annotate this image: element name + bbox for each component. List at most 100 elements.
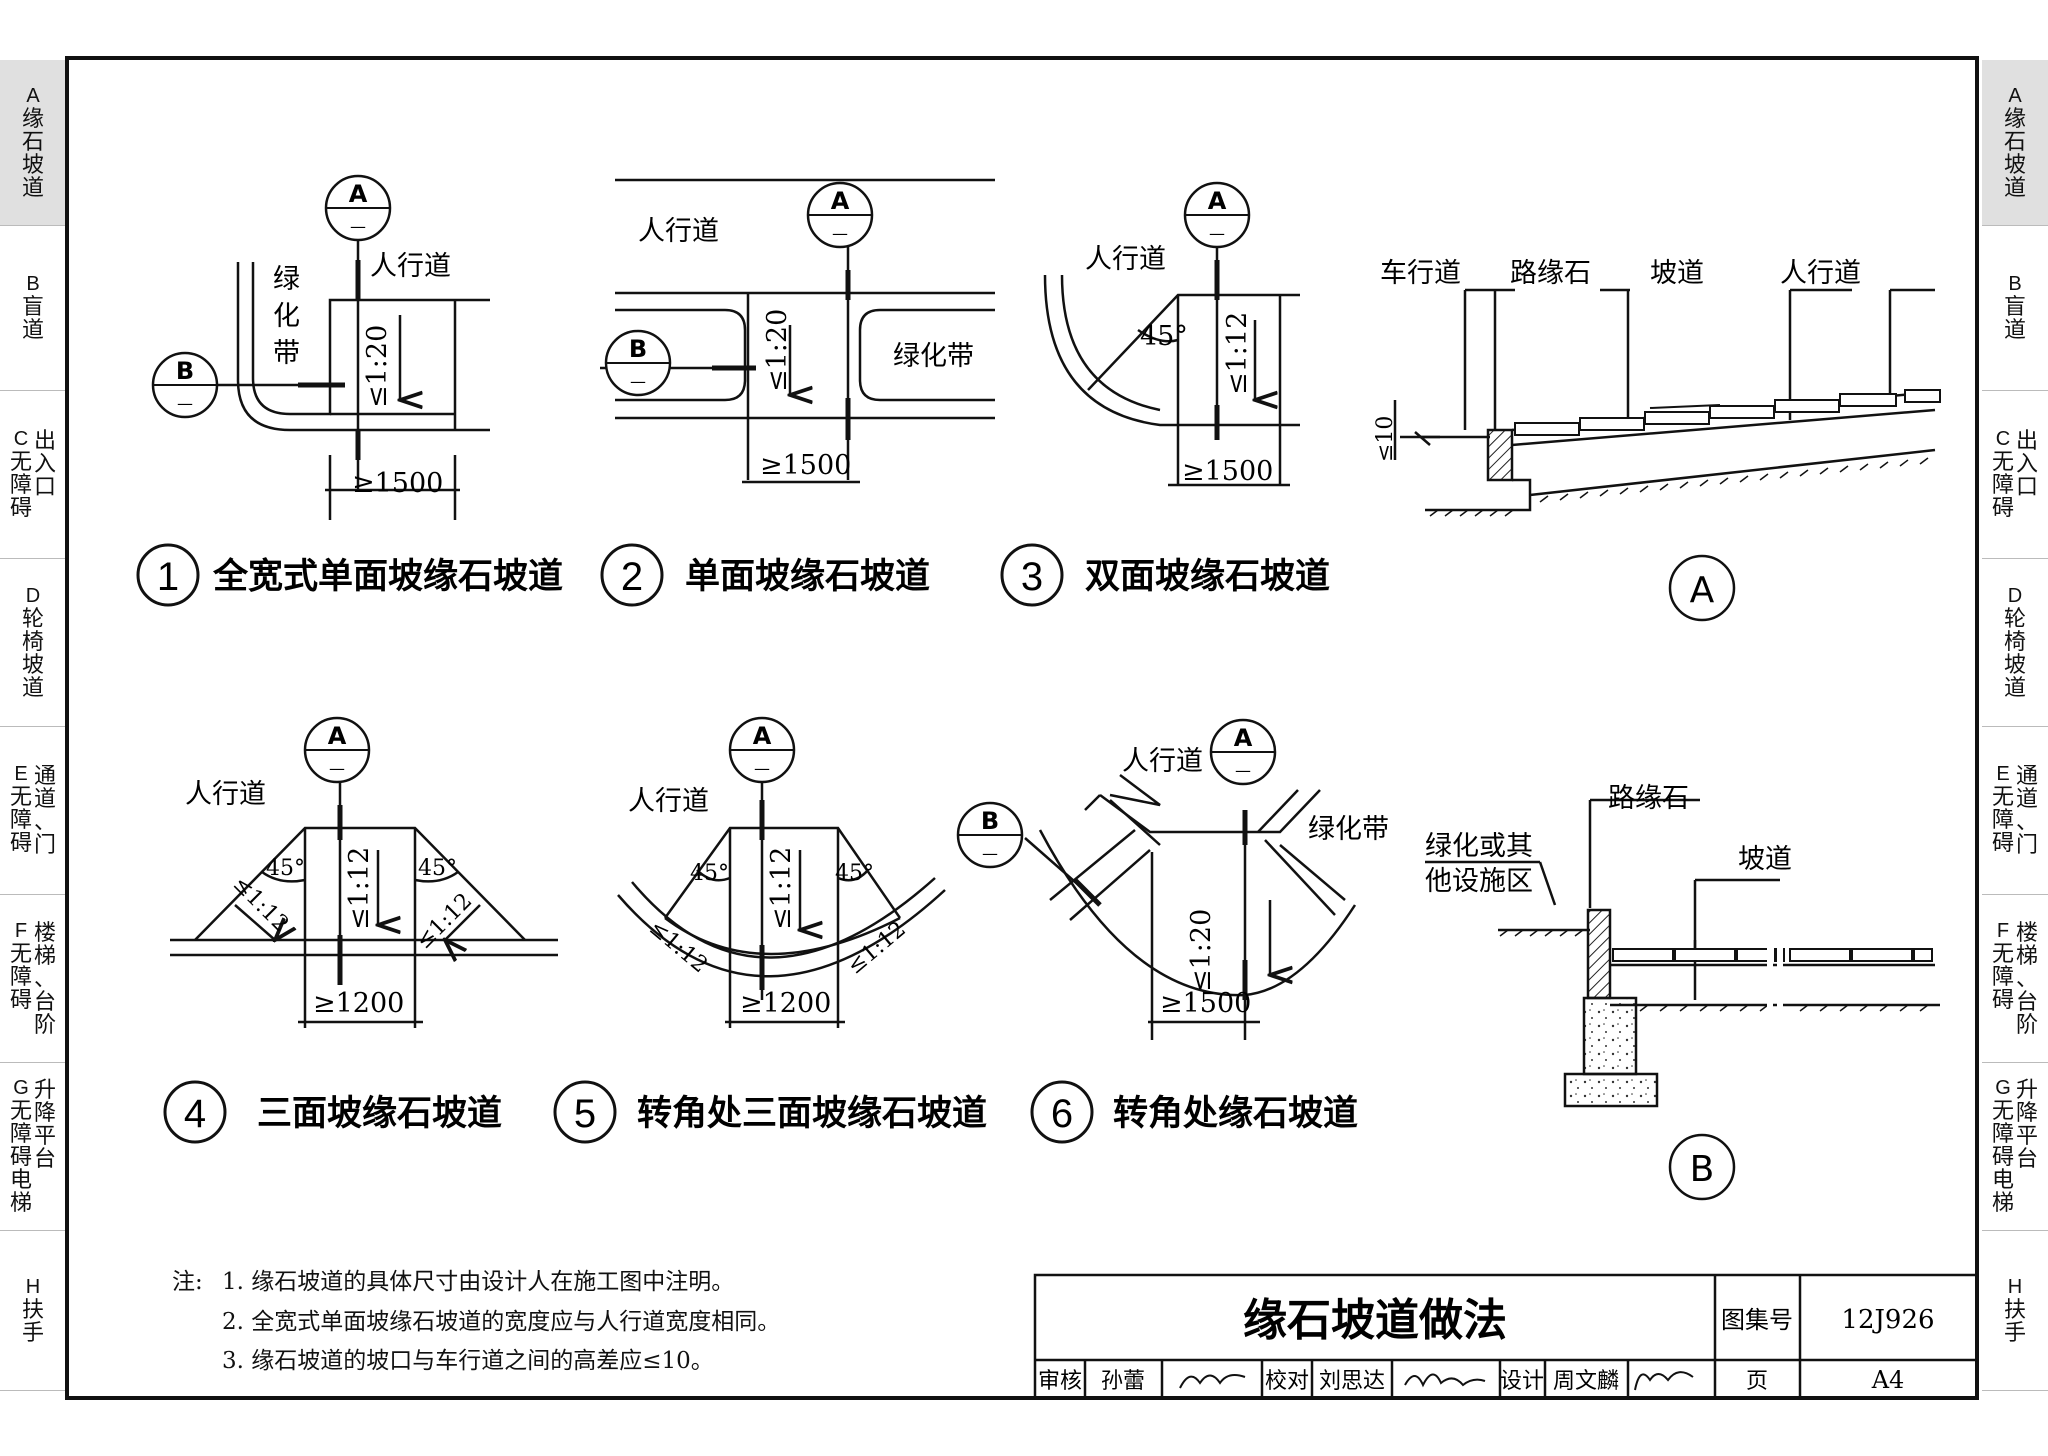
- left-tab-f-column: 楼梯、台阶: [34, 922, 56, 1037]
- tab-char: F: [1996, 919, 2010, 942]
- tab-char: G: [1995, 1077, 2011, 1099]
- title-block-review-label: 审核: [1038, 1369, 1082, 1394]
- caption-4-num: 4: [184, 1092, 206, 1136]
- section-mark-a-4-dash: —: [329, 759, 345, 778]
- section-mark-b-6-dash: —: [982, 844, 998, 863]
- tab-char: F: [14, 919, 28, 942]
- tab-char: 缘: [2003, 107, 2026, 132]
- d3-sidewalk-label: 人行道: [1085, 244, 1166, 275]
- tab-char: 阶: [34, 1012, 57, 1038]
- tab-char: C: [1995, 428, 2011, 450]
- d5-dim: ≥1200: [740, 988, 831, 1019]
- title-block-atlas-label: 图集号: [1721, 1306, 1793, 1334]
- detail-mark-a-letter: A: [1690, 570, 1715, 611]
- tab-char: 升: [34, 1078, 57, 1103]
- tab-char: 无: [1991, 1099, 2014, 1124]
- section-mark-b-1-letter: B: [176, 357, 194, 385]
- tab-char: 石: [21, 130, 44, 155]
- tab-char: 、: [34, 966, 57, 992]
- diagram-4: [170, 770, 558, 1028]
- caption-5-num: 5: [574, 1092, 596, 1136]
- tab-char: G: [13, 1077, 29, 1099]
- title-block-atlas-no: 12J926: [1841, 1305, 1934, 1335]
- tab-char: 入: [2016, 452, 2039, 477]
- tab-char: 门: [2016, 833, 2039, 858]
- tab-char: C: [13, 428, 29, 450]
- d5-angle-l: 45°: [690, 861, 729, 886]
- tab-char: 道: [21, 318, 44, 343]
- tab-char: 碍: [9, 831, 32, 856]
- tab-char: 无: [1991, 941, 2014, 967]
- tab-char: 、: [2016, 966, 2039, 992]
- detail-mark-b-letter: B: [1690, 1149, 1715, 1190]
- tab-char: 碍: [1991, 1145, 2014, 1170]
- tab-char: 坡: [2003, 153, 2026, 178]
- caption-4-text: 三面坡缘石坡道: [257, 1094, 502, 1134]
- tab-char: 、: [2016, 810, 2039, 835]
- tab-char: 平: [34, 1124, 57, 1149]
- d6-dim: ≥1500: [1160, 988, 1251, 1019]
- d6-slope: ≤1:20: [1186, 909, 1217, 992]
- sa-roadway: 车行道: [1380, 258, 1461, 289]
- caption-6: 6 转角处缘石坡道: [1030, 1080, 1358, 1144]
- caption-6-num: 6: [1051, 1092, 1073, 1136]
- section-mark-b-1-dash: —: [177, 394, 193, 413]
- section-mark-b-2-letter: B: [629, 335, 647, 363]
- section-a-pavers: [1514, 389, 1941, 436]
- detail-mark-b: [1668, 1133, 1736, 1201]
- diagram-5: [617, 770, 946, 1028]
- section-mark-a-6-letter: A: [1234, 724, 1253, 752]
- tab-char: 台: [34, 989, 57, 1015]
- tab-char: 坡: [21, 652, 44, 678]
- section-mark-b-6-letter: B: [981, 807, 999, 835]
- left-tab-e-column: 通道、门: [34, 765, 56, 857]
- caption-4: 4 三面坡缘石坡道: [163, 1080, 502, 1144]
- tab-char: 梯: [1991, 1191, 2014, 1216]
- note-2: 2. 全宽式单面坡缘石坡道的宽度应与人行道宽度相同。: [222, 1309, 781, 1335]
- section-b-drawing: [1425, 798, 1940, 1108]
- title-block-page-label: 页: [1746, 1369, 1768, 1394]
- tab-char: H: [25, 1275, 41, 1298]
- tab-char: 碍: [1991, 987, 2014, 1013]
- caption-1-num: 1: [157, 555, 179, 599]
- caption-3-text: 双面坡缘石坡道: [1085, 557, 1330, 597]
- tab-char: 阶: [2016, 1012, 2039, 1038]
- tab-char: 道: [2003, 318, 2026, 343]
- tab-char: 手: [2003, 1320, 2026, 1346]
- section-mark-a-1-dash: —: [350, 217, 366, 236]
- tab-char: 口: [2016, 475, 2039, 500]
- caption-2-text: 单面坡缘石坡道: [685, 557, 930, 597]
- tab-char: 扶: [21, 1297, 44, 1323]
- right-tab-e-column: 通道、门: [2016, 765, 2038, 857]
- title-block: [1033, 1273, 1979, 1400]
- tab-char: 碍: [9, 1145, 32, 1170]
- tab-char: 障: [1991, 1122, 2014, 1147]
- title-block-page-no: A4: [1871, 1366, 1905, 1394]
- tab-char: 盲: [21, 295, 44, 320]
- tab-char: 椅: [21, 629, 44, 655]
- section-a-arrow: [1649, 404, 1721, 409]
- diagram-1: [195, 220, 490, 520]
- sa-le10: ≤10: [1373, 416, 1398, 462]
- tab-char: 无: [9, 941, 32, 967]
